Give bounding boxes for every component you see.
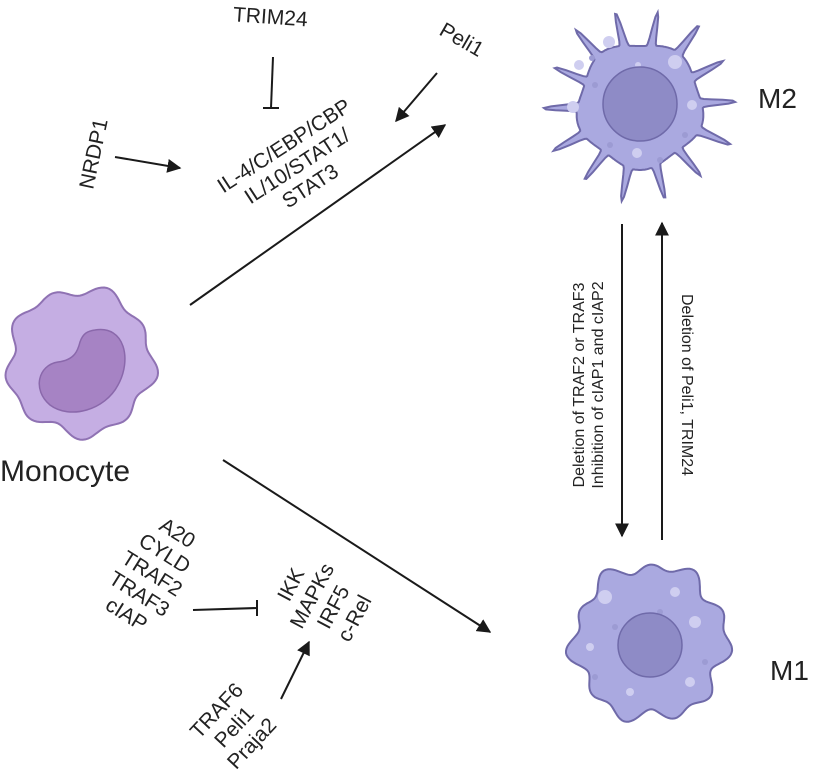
m1-inhibitors: A20 CYLD TRAF2 TRAF3 cIAP bbox=[101, 514, 199, 637]
vesicle bbox=[592, 82, 598, 88]
m2-to-m1-line: Inhibition of cIAP1 and cIAP2 bbox=[590, 281, 607, 488]
vesicle bbox=[632, 148, 642, 158]
vesicle bbox=[586, 643, 594, 651]
monocyte-cell bbox=[4, 286, 160, 441]
m2-to-m1-label: Deletion of TRAF2 or TRAF3 Inhibition of… bbox=[571, 281, 607, 488]
peli1-m2-label: Peli1 bbox=[436, 18, 488, 61]
monocyte-label: Monocyte bbox=[0, 455, 130, 488]
m1-factors: IKK MAPKs IRF5 c-Rel bbox=[273, 560, 376, 646]
vesicle bbox=[603, 36, 615, 48]
nrdp1-label: NRDP1 bbox=[75, 117, 112, 191]
vesicle bbox=[589, 55, 595, 61]
vesicle bbox=[687, 100, 697, 110]
trim24-inhibition-line bbox=[263, 56, 279, 109]
monocyte-to-m2-arrow bbox=[189, 124, 447, 306]
m1-label: M1 bbox=[770, 655, 809, 686]
vesicle bbox=[702, 659, 708, 665]
m1-macrophage-cell bbox=[565, 563, 734, 723]
vesicle bbox=[668, 55, 682, 69]
m1-to-m2-label: Deletion of Peli1, TRIM24 bbox=[678, 294, 695, 476]
vesicle bbox=[685, 677, 695, 687]
vesicle bbox=[626, 688, 634, 696]
m2-label: M2 bbox=[758, 83, 797, 114]
vesicle bbox=[567, 101, 579, 113]
m2-macrophage-cell bbox=[541, 8, 738, 205]
m1-activators-arrow bbox=[280, 640, 310, 700]
vesicle bbox=[598, 590, 612, 604]
nrdp1-activation-arrow bbox=[114, 156, 182, 173]
vesicle bbox=[689, 616, 701, 628]
m1-inhibitors-inhibition-line bbox=[192, 600, 258, 616]
vesicle bbox=[592, 674, 598, 680]
m2-nucleus bbox=[602, 66, 678, 142]
trim24-label: TRIM24 bbox=[232, 3, 308, 31]
m2-to-m1-line: Deletion of TRAF2 or TRAF3 bbox=[571, 282, 588, 487]
vesicle bbox=[682, 132, 688, 138]
monocyte-nucleus bbox=[38, 328, 126, 413]
peli1-activation-arrow bbox=[395, 72, 438, 123]
m2-factors: IL-4/C/EBP/CBP IL/10/STAT1/ STAT3 bbox=[213, 95, 355, 213]
m1-vesicles bbox=[586, 587, 708, 696]
vesicle bbox=[607, 142, 613, 148]
vesicle bbox=[574, 60, 584, 70]
m1-nucleus bbox=[617, 612, 683, 678]
m1-activators: TRAF6 Peli1 Praja2 bbox=[186, 679, 281, 774]
vesicle bbox=[657, 157, 663, 163]
monocyte-to-m1-arrow bbox=[222, 459, 492, 633]
vesicle bbox=[612, 624, 618, 630]
vesicle bbox=[670, 587, 680, 597]
